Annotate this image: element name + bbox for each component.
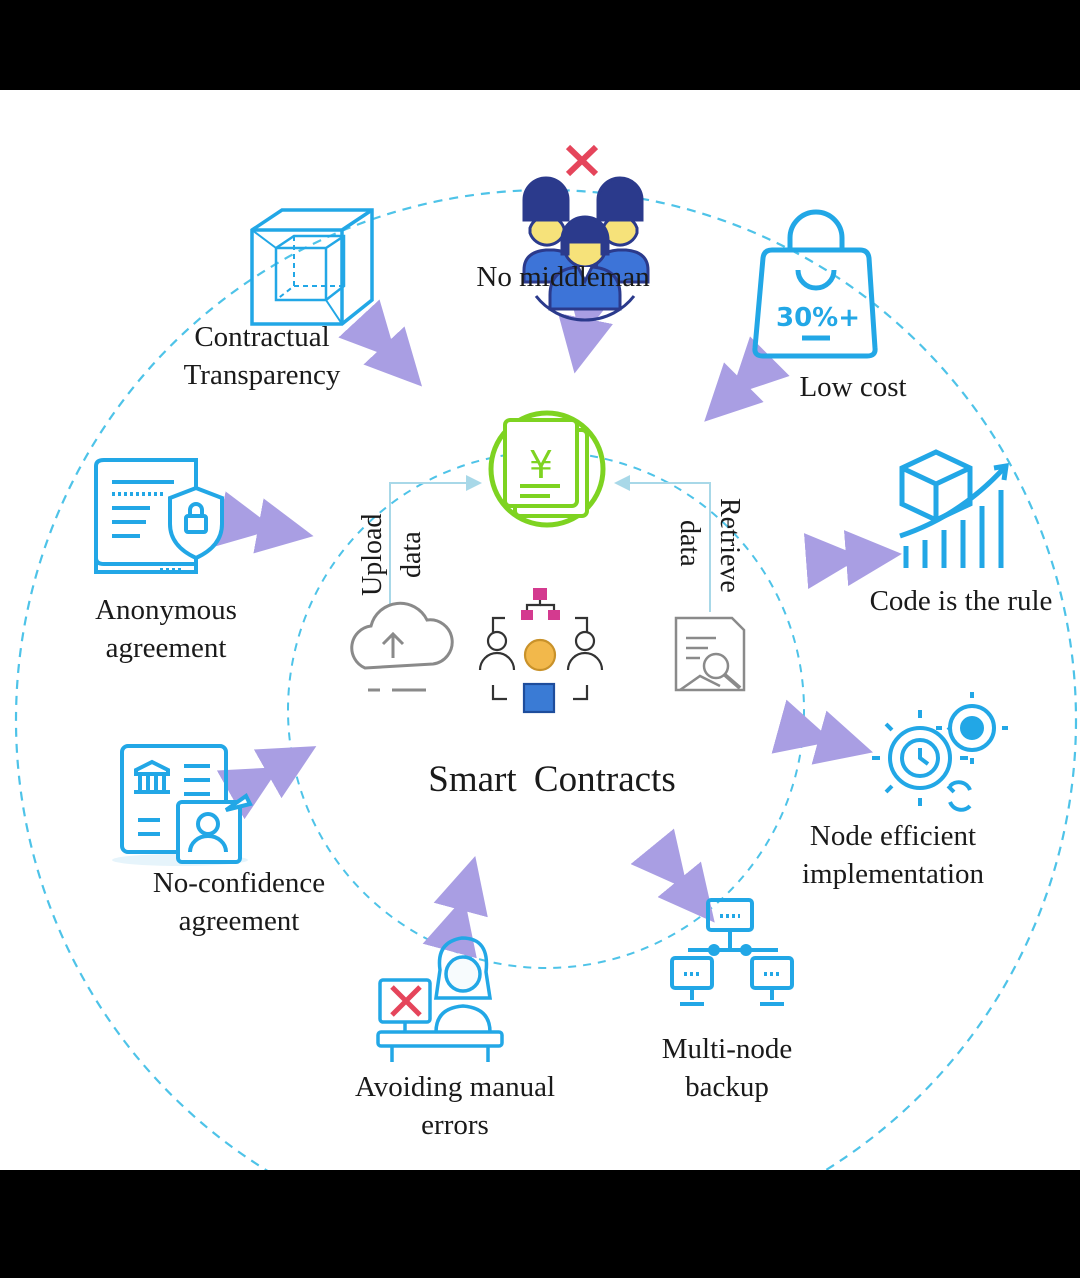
outer-dashed-circle — [15, 189, 1077, 1170]
connector-arrows — [215, 278, 902, 959]
diagram-canvas: ¥ — [15, 144, 1077, 1170]
label-anonymous: Anonymous agreement — [95, 594, 237, 664]
search-document-icon — [674, 616, 746, 692]
label-code-rule: Code is the rule — [869, 585, 1053, 617]
label-manual-errors: Avoiding manual errors — [354, 1071, 556, 1141]
diagram-panel: ¥ — [0, 90, 1080, 1170]
label-node-efficient: Node efficient implementation — [801, 820, 985, 890]
yen-symbol: ¥ — [529, 443, 553, 487]
arrow-code-rule — [803, 530, 902, 590]
arrow-multi-node — [630, 828, 715, 923]
low-cost-bag-icon — [752, 209, 878, 359]
label-transparency: Contractual Transparency — [183, 321, 341, 391]
network-people-icon — [478, 588, 604, 714]
arrow-no-middleman — [558, 278, 620, 374]
cloud-upload-icon — [350, 601, 454, 692]
low-cost-badge: 30%+ — [776, 303, 860, 333]
arrow-transparency — [338, 299, 423, 387]
arrow-manual-errors — [422, 855, 488, 959]
upload-label-line2: data — [396, 531, 427, 578]
label-multi-node: Multi-node backup — [661, 1033, 793, 1103]
retrieve-data-flow — [614, 475, 711, 612]
manual-errors-icon — [376, 936, 504, 1062]
no-middleman-icon — [522, 144, 650, 322]
retrieve-label-line1: Retrieve — [714, 498, 745, 593]
green-document-icon — [488, 410, 606, 528]
label-low-cost: Low cost — [799, 371, 907, 403]
upload-data-flow — [389, 475, 482, 622]
anonymous-agreement-icon — [94, 458, 224, 574]
no-confidence-agreement-icon — [112, 744, 253, 866]
label-no-confidence: No-confidence agreement — [152, 867, 326, 937]
arrow-low-cost — [704, 336, 790, 422]
arrow-anonymous — [215, 491, 314, 554]
transparency-cube-icon — [250, 208, 374, 326]
upload-label-line1: Upload — [357, 513, 388, 596]
label-no-middleman: No middleman — [476, 261, 650, 293]
center-title: Smart Contracts — [428, 759, 676, 800]
node-efficient-gear-icon — [872, 692, 1008, 812]
multi-node-backup-icon — [670, 898, 794, 1006]
code-rule-icon — [899, 449, 1009, 568]
arrow-no-confidence — [216, 746, 317, 820]
retrieve-label-line2: data — [674, 520, 705, 567]
arrow-node-efficient — [771, 699, 873, 765]
